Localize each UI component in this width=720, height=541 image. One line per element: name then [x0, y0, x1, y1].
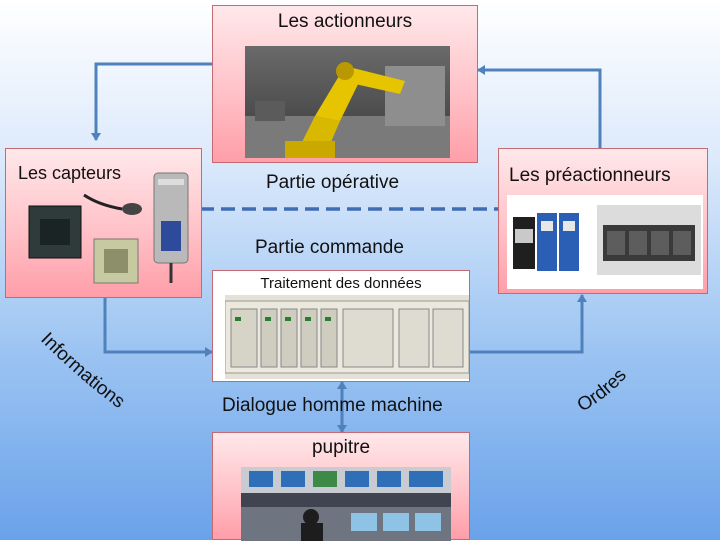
arrow-capteurs-to-traitement [103, 298, 213, 357]
arrow-traitement-to-preactionneurs [470, 294, 587, 354]
label-ordres: Ordres [574, 365, 631, 416]
sensors-photo [14, 161, 199, 295]
box-preactionneurs: Les préactionneurs [498, 148, 708, 294]
contactors-valves-photo [507, 195, 703, 289]
arrow-actionneurs-to-capteurs [91, 62, 212, 141]
label-dialogue: Dialogue homme machine [222, 395, 443, 416]
box-actionneurs-title: Les actionneurs [277, 11, 413, 32]
box-traitement-title: Traitement des données [260, 275, 422, 292]
box-pupitre-title: pupitre [311, 437, 371, 458]
label-informations: Informations [37, 329, 129, 413]
box-capteurs: Les capteurs [5, 148, 202, 298]
control-room-photo [241, 467, 451, 541]
plc-rack-photo [225, 295, 469, 379]
box-pupitre: pupitre [212, 432, 470, 541]
box-preactionneurs-title: Les préactionneurs [509, 165, 671, 186]
box-capteurs-title: Les capteurs [18, 163, 122, 183]
industrial-robot-arm-photo [245, 46, 450, 158]
box-actionneurs: Les actionneurs [212, 5, 478, 163]
label-partie-commande: Partie commande [255, 237, 404, 258]
label-partie-operative: Partie opérative [266, 172, 400, 193]
box-traitement: Traitement des données [212, 270, 470, 382]
arrow-preactionneurs-to-actionneurs [477, 65, 602, 148]
